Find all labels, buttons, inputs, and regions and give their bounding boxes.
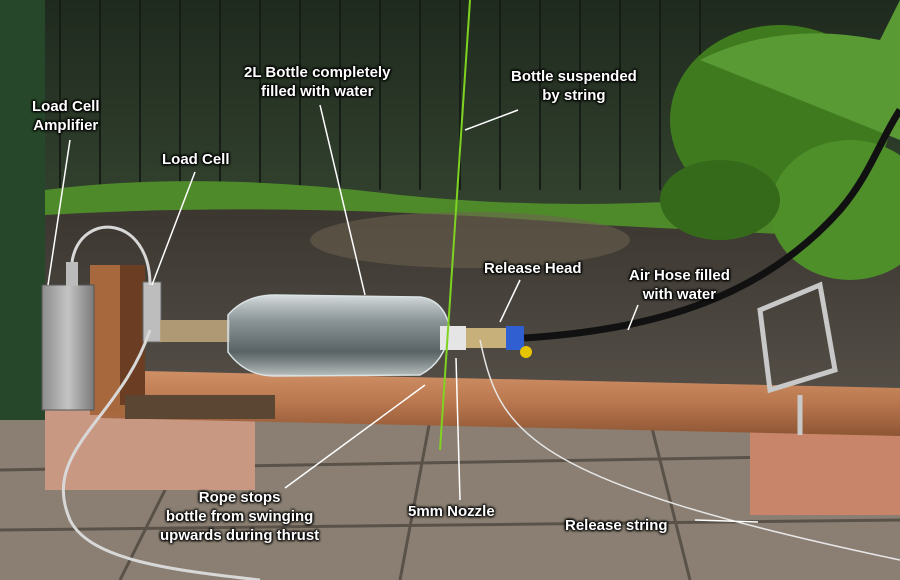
bottom-strap [125, 395, 275, 419]
label-load-cell-amplifier: Load Cell Amplifier [32, 98, 100, 134]
label-rope-stops: Rope stops bottle from swinging upwards … [160, 489, 320, 544]
bottle [227, 294, 451, 377]
release-string [479, 339, 900, 561]
amplifier-cable [62, 329, 261, 580]
air-hose [523, 108, 900, 342]
release-valve [506, 326, 524, 350]
left-brick [45, 408, 255, 490]
right-brick [750, 430, 900, 515]
release-head [466, 328, 506, 348]
sunlit-patch [310, 212, 630, 268]
label-nozzle: 5mm Nozzle [408, 503, 495, 520]
label-load-cell: Load Cell [162, 151, 230, 168]
label-bottle-filled: 2L Bottle completely filled with water [244, 64, 391, 100]
bottle-cap [440, 326, 466, 350]
amplifier-box [41, 284, 95, 411]
amplifier-connector [66, 262, 78, 286]
bottle-neck [160, 320, 230, 342]
label-release-head: Release Head [484, 260, 582, 277]
suspension-string [439, 0, 471, 451]
wooden-beam [100, 370, 900, 436]
load-cell [142, 281, 162, 343]
label-air-hose: Air Hose filled with water [629, 267, 730, 303]
label-release-string: Release string [565, 517, 668, 534]
green-post [0, 0, 45, 430]
release-knob [520, 346, 532, 358]
hose-bracket [757, 281, 838, 435]
sensor-cable [70, 225, 152, 286]
annotation-pointers [47, 104, 759, 523]
label-bottle-suspended: Bottle suspended by string [511, 68, 637, 104]
